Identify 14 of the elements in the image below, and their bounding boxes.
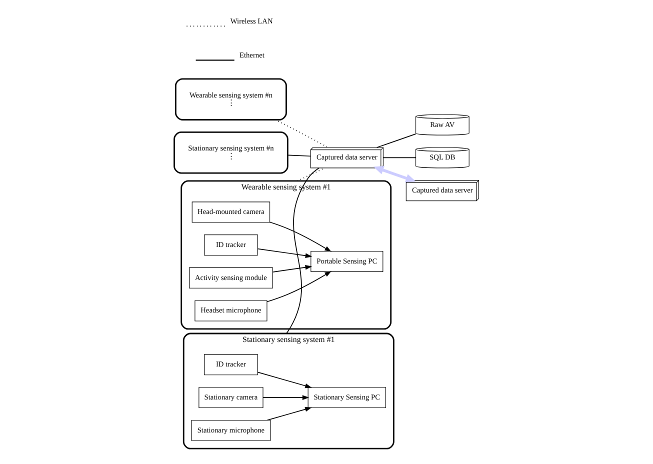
connector	[383, 157, 416, 158]
connector	[297, 168, 325, 182]
arrow	[373, 166, 416, 182]
arrow	[269, 222, 332, 252]
arrow	[266, 407, 312, 421]
connector	[274, 119, 328, 148]
arrow	[266, 271, 332, 302]
connector	[286, 168, 320, 334]
arrow	[257, 372, 312, 388]
arrow	[262, 395, 310, 400]
connector	[376, 134, 416, 148]
connector	[287, 154, 311, 157]
arrow	[257, 248, 312, 258]
arrow	[272, 265, 312, 272]
